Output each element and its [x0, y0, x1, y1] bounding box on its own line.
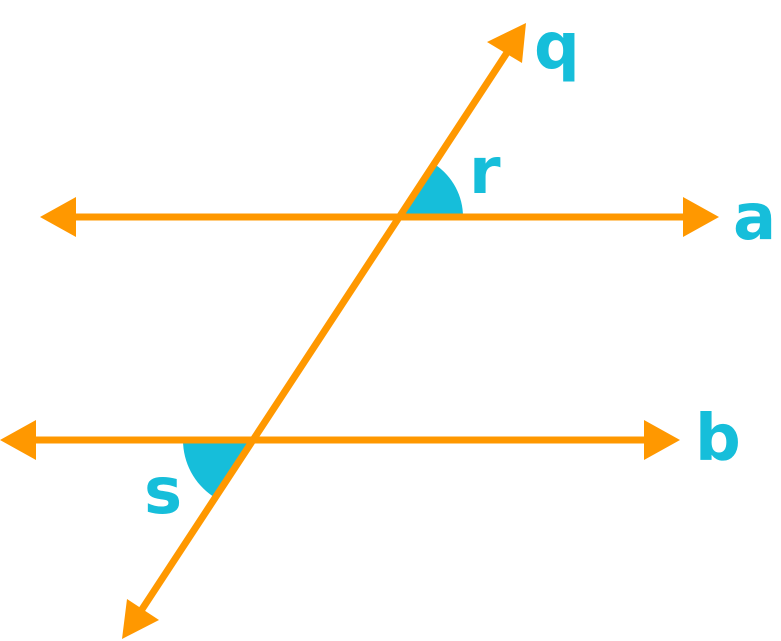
line-q	[122, 23, 526, 639]
line-q-top-arrowhead	[487, 23, 526, 63]
label-b: b	[695, 402, 741, 476]
angle-r-wedge	[400, 164, 464, 217]
label-q: q	[534, 10, 580, 84]
line-q-bottom-arrowhead	[122, 599, 159, 639]
line-b-left-arrowhead	[0, 420, 36, 460]
line-b-right-arrowhead	[644, 420, 680, 460]
angle-s-wedge	[183, 440, 251, 497]
line-a-right-arrowhead	[683, 197, 719, 237]
label-r: r	[469, 135, 501, 209]
label-s: s	[144, 455, 182, 529]
label-a: a	[733, 181, 776, 255]
line-a-left-arrowhead	[40, 197, 76, 237]
line-b	[0, 420, 680, 460]
line-a	[40, 197, 719, 237]
